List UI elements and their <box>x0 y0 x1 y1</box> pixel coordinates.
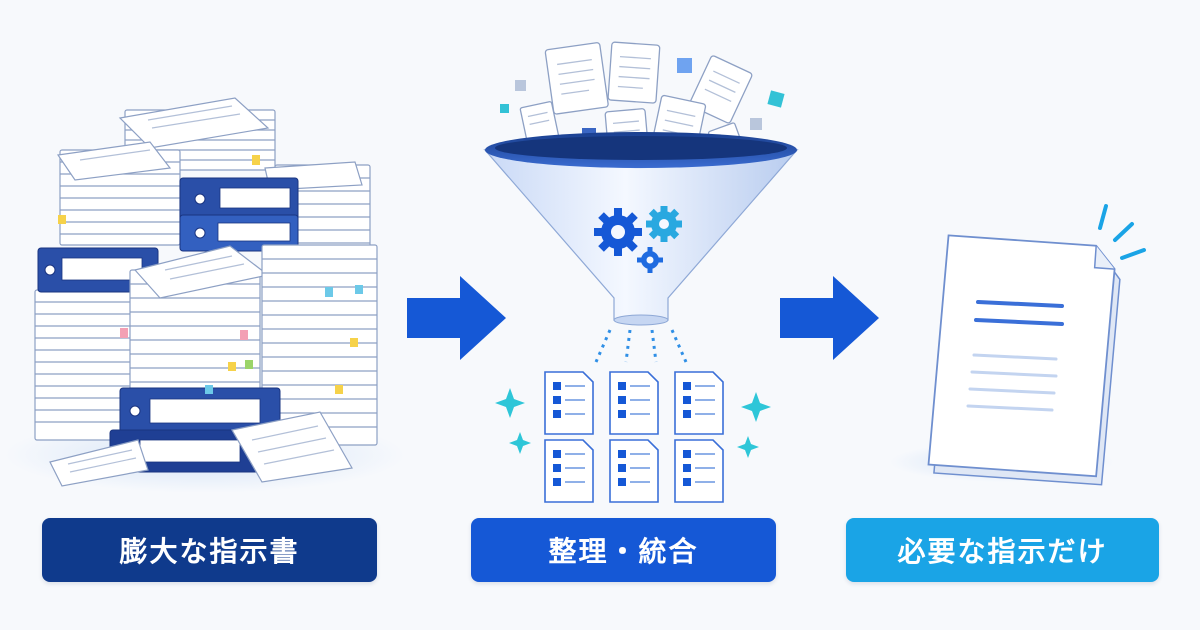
sparkle-icon <box>495 388 771 458</box>
highlight-burst <box>1098 204 1146 260</box>
document-lines <box>966 300 1064 412</box>
checklist-document-icon <box>674 371 724 435</box>
paper-stack-left <box>34 289 146 441</box>
step2-label: 整理・統合 <box>471 518 776 582</box>
binder <box>109 387 281 473</box>
floating-square <box>677 58 692 73</box>
sticky-tabs <box>58 155 363 394</box>
floating-square <box>750 118 762 130</box>
paper-stack-right <box>261 244 378 446</box>
arrow-right-icon <box>780 276 879 360</box>
checklist-document-icon <box>544 371 594 435</box>
checklist-grid <box>544 371 724 503</box>
floating-square <box>515 80 526 91</box>
binder <box>37 247 159 293</box>
arrow-right-icon <box>407 276 506 360</box>
gear-icon <box>646 206 682 242</box>
checklist-document-icon <box>609 439 659 503</box>
loose-sheets-front <box>49 411 353 487</box>
flying-documents <box>519 41 753 161</box>
gear-icon <box>637 247 663 273</box>
step1-label: 膨大な指示書 <box>42 518 377 582</box>
step3-label: 必要な指示だけ <box>846 518 1159 582</box>
single-document-illustration <box>890 204 1146 486</box>
checklist-document-icon <box>674 439 724 503</box>
dotted-stream <box>594 329 688 363</box>
checklist-document-icon <box>544 439 594 503</box>
paper-stack-center <box>129 245 270 411</box>
checklist-document-icon <box>609 371 659 435</box>
floating-square <box>500 104 509 113</box>
funnel-spout <box>613 314 669 326</box>
funnel-illustration <box>483 41 799 503</box>
gear-icon <box>594 208 642 256</box>
binder <box>179 177 299 252</box>
document-pile-illustration <box>5 97 405 493</box>
floating-square <box>767 90 785 108</box>
